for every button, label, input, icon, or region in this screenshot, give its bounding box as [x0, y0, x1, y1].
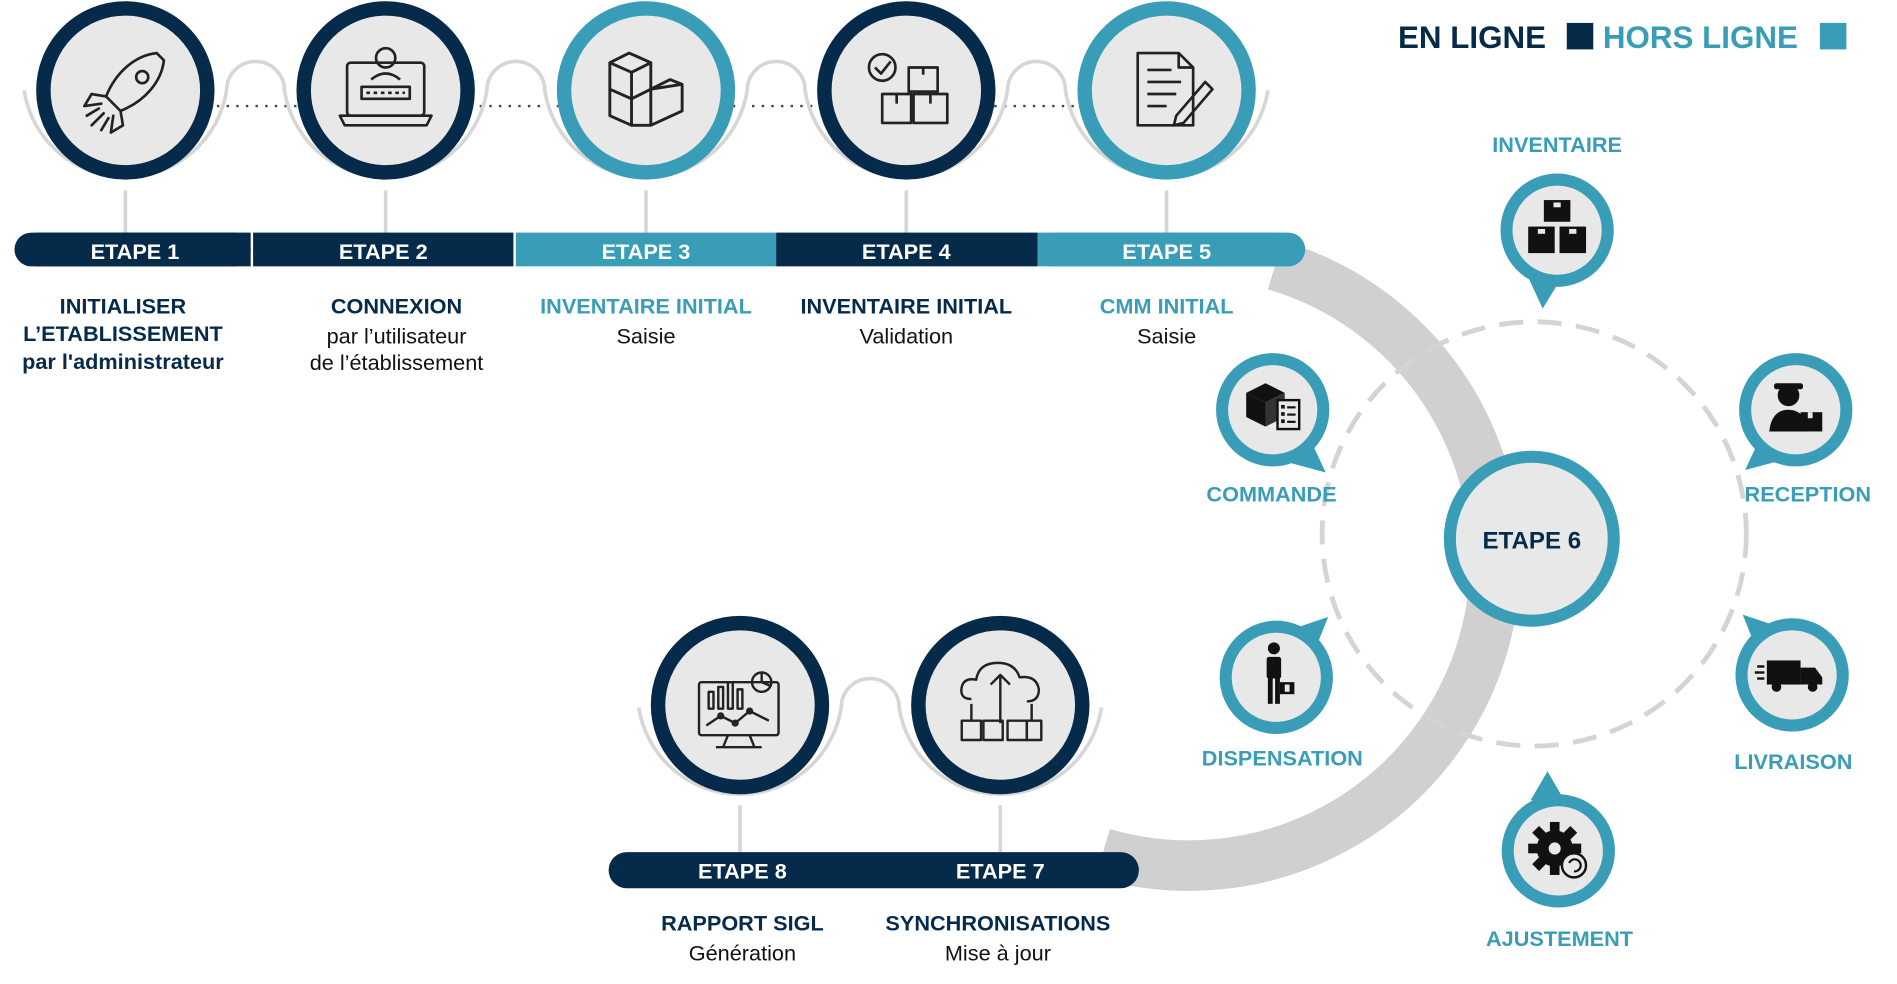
document-pen-icon	[1136, 51, 1214, 127]
step7-8-bar	[608, 852, 1139, 889]
step7-label: ETAPE 7	[956, 859, 1045, 884]
step1-title-line2: L’ETABLISSEMENT	[23, 321, 223, 346]
step7-title: SYNCHRONISATIONS	[885, 910, 1110, 935]
step7-description: SYNCHRONISATIONS Mise à jour	[885, 910, 1110, 965]
step2-sub-line2: de l’établissement	[310, 350, 484, 375]
cycle-label-dispensation: DISPENSATION	[1202, 745, 1363, 770]
step2-sub-line1: par l’utilisateur	[327, 323, 467, 348]
step4-bar	[776, 232, 1038, 267]
step3-label: ETAPE 3	[602, 239, 691, 264]
laptop-login-icon	[338, 46, 433, 127]
cycle-ring	[1319, 319, 1749, 749]
step4-circle	[817, 1, 996, 180]
legend-offline-swatch	[1819, 22, 1847, 50]
step2-label: ETAPE 2	[339, 239, 428, 264]
process-arc	[1095, 240, 1521, 891]
inventory-boxes-icon	[1528, 200, 1587, 254]
step8-title: RAPPORT SIGL	[661, 910, 824, 935]
step8-description: RAPPORT SIGL Génération	[661, 910, 824, 965]
step7-circle	[911, 615, 1090, 795]
cycle-label-inventaire: INVENTAIRE	[1492, 132, 1622, 157]
step3-bar	[515, 232, 777, 267]
step5-circle	[1077, 1, 1256, 180]
step2-circle	[296, 1, 475, 180]
top-bar: ETAPE 1 ETAPE 2 ETAPE 3 ETAPE 4 ETAPE 5	[14, 232, 1306, 267]
step7-sub: Mise à jour	[945, 941, 1051, 966]
rocket-icon	[83, 51, 166, 134]
checked-boxes-icon	[867, 52, 949, 125]
step8-label: ETAPE 8	[698, 859, 787, 884]
report-chart-icon	[697, 671, 780, 749]
cycle-node-dispensation: DISPENSATION	[1202, 617, 1363, 770]
step8-sub: Génération	[689, 941, 796, 966]
bottom-bar: ETAPE 8 ETAPE 7	[608, 852, 1139, 889]
step3-title: INVENTAIRE INITIAL	[540, 293, 752, 318]
cycle-label-ajustement: AJUSTEMENT	[1486, 926, 1634, 951]
step6-center: ETAPE 6	[1443, 450, 1620, 627]
step2-description: CONNEXION par l’utilisateur de l’établis…	[310, 293, 484, 375]
truck-icon	[1754, 660, 1823, 692]
step8-circle	[650, 615, 830, 795]
step1-title-line3: par l'administrateur	[22, 349, 224, 374]
cloud-upload-icon	[960, 661, 1043, 742]
person-kit-icon	[1266, 642, 1295, 704]
cycle-node-ajustement: AJUSTEMENT	[1486, 771, 1634, 951]
step2-title: CONNEXION	[331, 293, 462, 318]
step1-description: INITIALISER L’ETABLISSEMENT par l'admini…	[22, 293, 224, 373]
step2-bar	[253, 232, 514, 267]
legend-online-label: EN LIGNE	[1398, 20, 1546, 55]
step4-title: INVENTAIRE INITIAL	[800, 293, 1012, 318]
cycle-node-inventaire: INVENTAIRE	[1492, 132, 1622, 309]
step3-sub: Saisie	[616, 323, 675, 348]
cycle-node-livraison: LIVRAISON	[1734, 614, 1852, 774]
step4-sub: Validation	[859, 323, 953, 348]
cycle-label-commande: COMMANDE	[1206, 481, 1336, 506]
box-checklist-icon	[1246, 383, 1301, 431]
delivery-man-icon	[1769, 383, 1823, 432]
step4-description: INVENTAIRE INITIAL Validation	[800, 293, 1012, 348]
step1-circle	[36, 1, 215, 180]
step3-description: INVENTAIRE INITIAL Saisie	[540, 293, 752, 348]
top-stems	[123, 190, 1169, 233]
step3-circle	[556, 1, 736, 180]
step6-label: ETAPE 6	[1482, 527, 1581, 554]
step5-label: ETAPE 5	[1122, 239, 1211, 264]
cycle-node-commande: COMMANDE	[1206, 353, 1337, 506]
legend-offline-label: HORS LIGNE	[1603, 20, 1798, 55]
legend: EN LIGNE HORS LIGNE	[1398, 20, 1847, 55]
legend-online-swatch	[1566, 22, 1594, 50]
step5-description: CMM INITIAL Saisie	[1100, 293, 1234, 348]
cycle-node-reception: RECEPTION	[1739, 353, 1871, 506]
cycle-label-livraison: LIVRAISON	[1734, 749, 1852, 774]
boxes-icon	[608, 51, 684, 127]
step5-sub: Saisie	[1137, 323, 1196, 348]
cycle-label-reception: RECEPTION	[1745, 481, 1872, 506]
step4-label: ETAPE 4	[862, 239, 951, 264]
step1-title-line1: INITIALISER	[60, 293, 187, 318]
step5-title: CMM INITIAL	[1100, 293, 1234, 318]
step1-label: ETAPE 1	[91, 239, 180, 264]
